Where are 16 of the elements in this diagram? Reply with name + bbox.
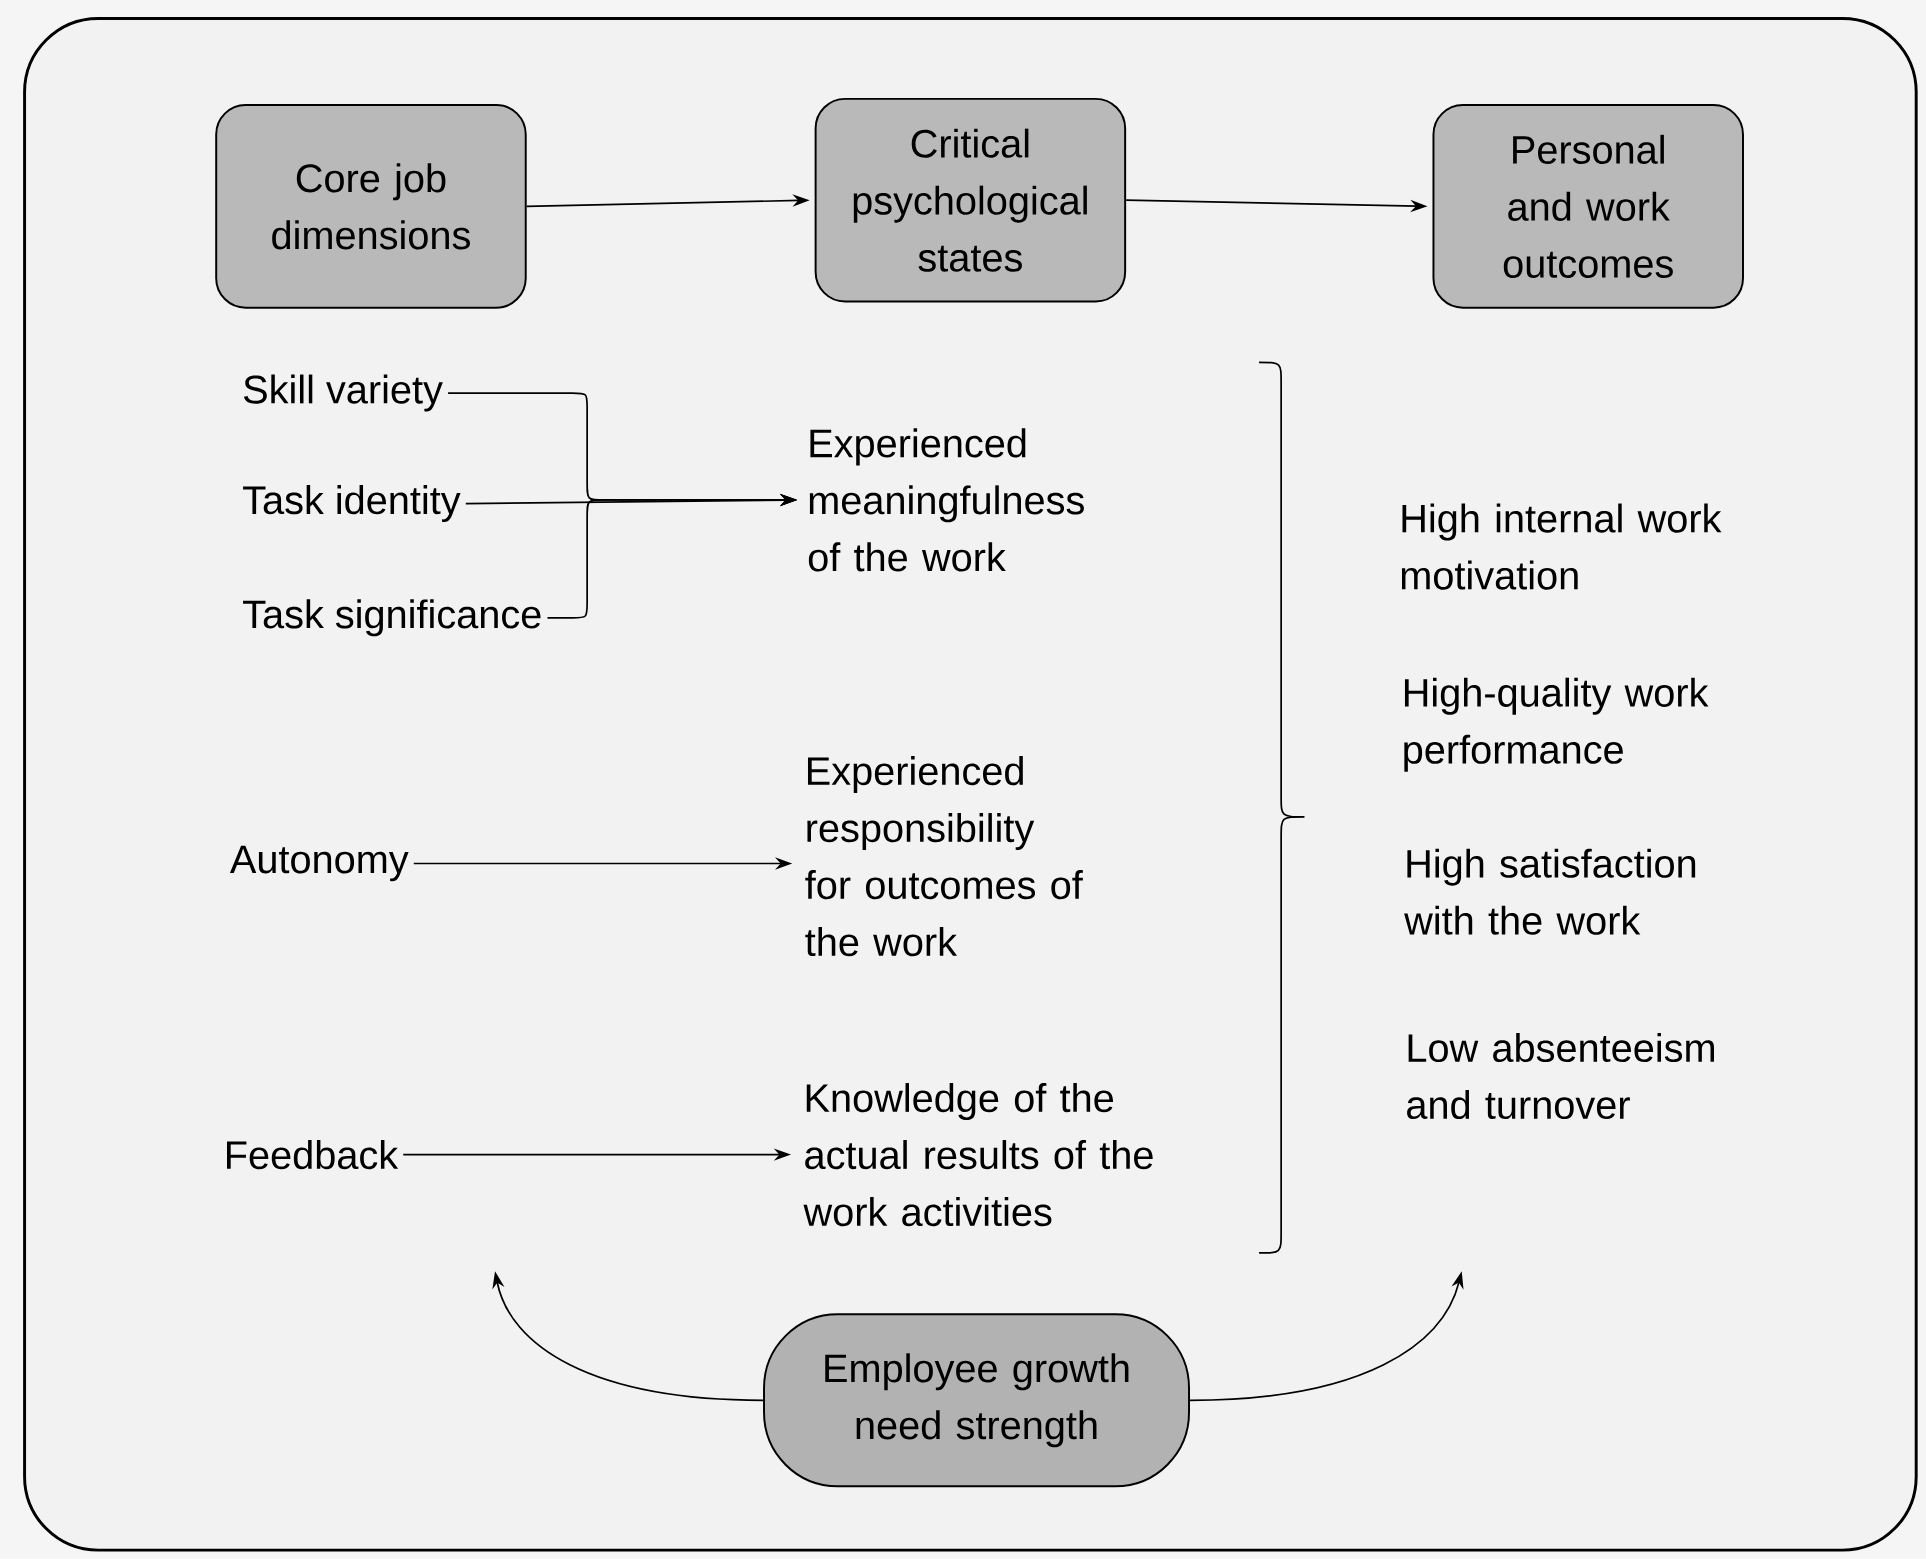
state-label: Knowledge of the actual results of the work activities [803,1083,1153,1227]
state-label: Experienced responsibility for outcomes of the work [805,756,1083,957]
moderator-box: Employee growth need strength [763,1313,1190,1488]
dimension-label: Feedback [227,1140,399,1170]
dimension-label: Task identity [243,485,461,523]
outcome-label: High internal work motivation [1401,503,1722,590]
outcome-label: High satisfaction with the work [1404,848,1696,935]
state-label: Experienced meaningfulness of the work [808,428,1084,572]
process-box: Critical psychological states [814,98,1127,303]
process-box: Personal and work outcomes [1432,104,1744,309]
dimension-label: Skill variety [243,374,443,412]
process-box: Core job dimensions [215,104,527,309]
dimension-label: Task significance [243,599,541,637]
outcome-label: Low absenteeism and turnover [1407,1033,1714,1120]
dimension-label: Autonomy [229,845,409,882]
outcome-label: High-quality work performance [1404,677,1709,772]
